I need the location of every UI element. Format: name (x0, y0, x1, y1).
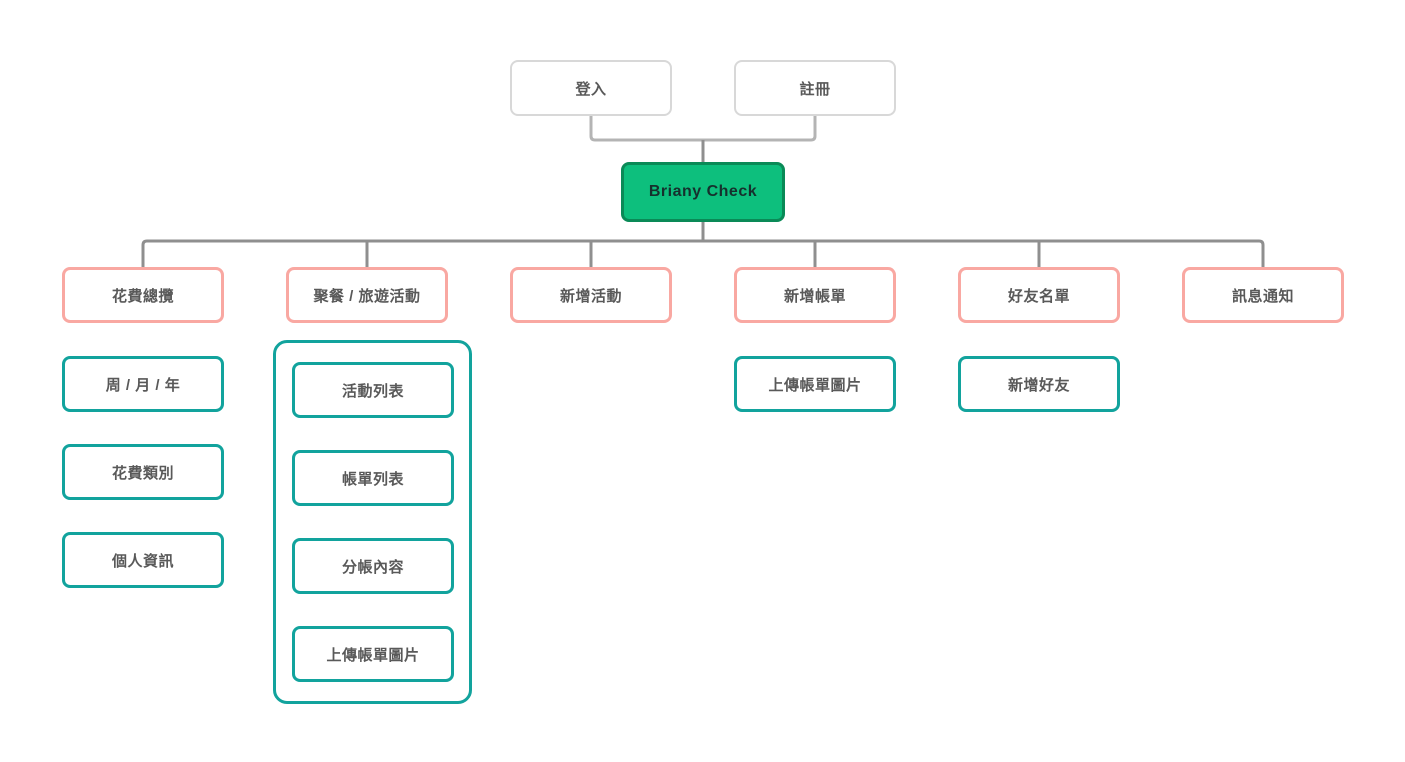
node-add-activity[interactable]: 新增活動 (510, 267, 672, 323)
node-group-activity[interactable]: 聚餐 / 旅遊活動 (286, 267, 448, 323)
node-bill-list[interactable]: 帳單列表 (292, 450, 454, 506)
node-friend-list[interactable]: 好友名單 (958, 267, 1120, 323)
node-register[interactable]: 註冊 (734, 60, 896, 116)
node-activity-list[interactable]: 活動列表 (292, 362, 454, 418)
node-upload-bill-image-activity[interactable]: 上傳帳單圖片 (292, 626, 454, 682)
node-add-bill[interactable]: 新增帳單 (734, 267, 896, 323)
node-notifications[interactable]: 訊息通知 (1182, 267, 1344, 323)
node-week-month-year[interactable]: 周 / 月 / 年 (62, 356, 224, 412)
node-expense-category[interactable]: 花費類別 (62, 444, 224, 500)
node-upload-bill-image[interactable]: 上傳帳單圖片 (734, 356, 896, 412)
node-split-detail[interactable]: 分帳內容 (292, 538, 454, 594)
node-login[interactable]: 登入 (510, 60, 672, 116)
node-briany-check-root[interactable]: Briany Check (621, 162, 785, 222)
node-personal-info[interactable]: 個人資訊 (62, 532, 224, 588)
node-expense-overview[interactable]: 花費總攬 (62, 267, 224, 323)
node-add-friend[interactable]: 新增好友 (958, 356, 1120, 412)
